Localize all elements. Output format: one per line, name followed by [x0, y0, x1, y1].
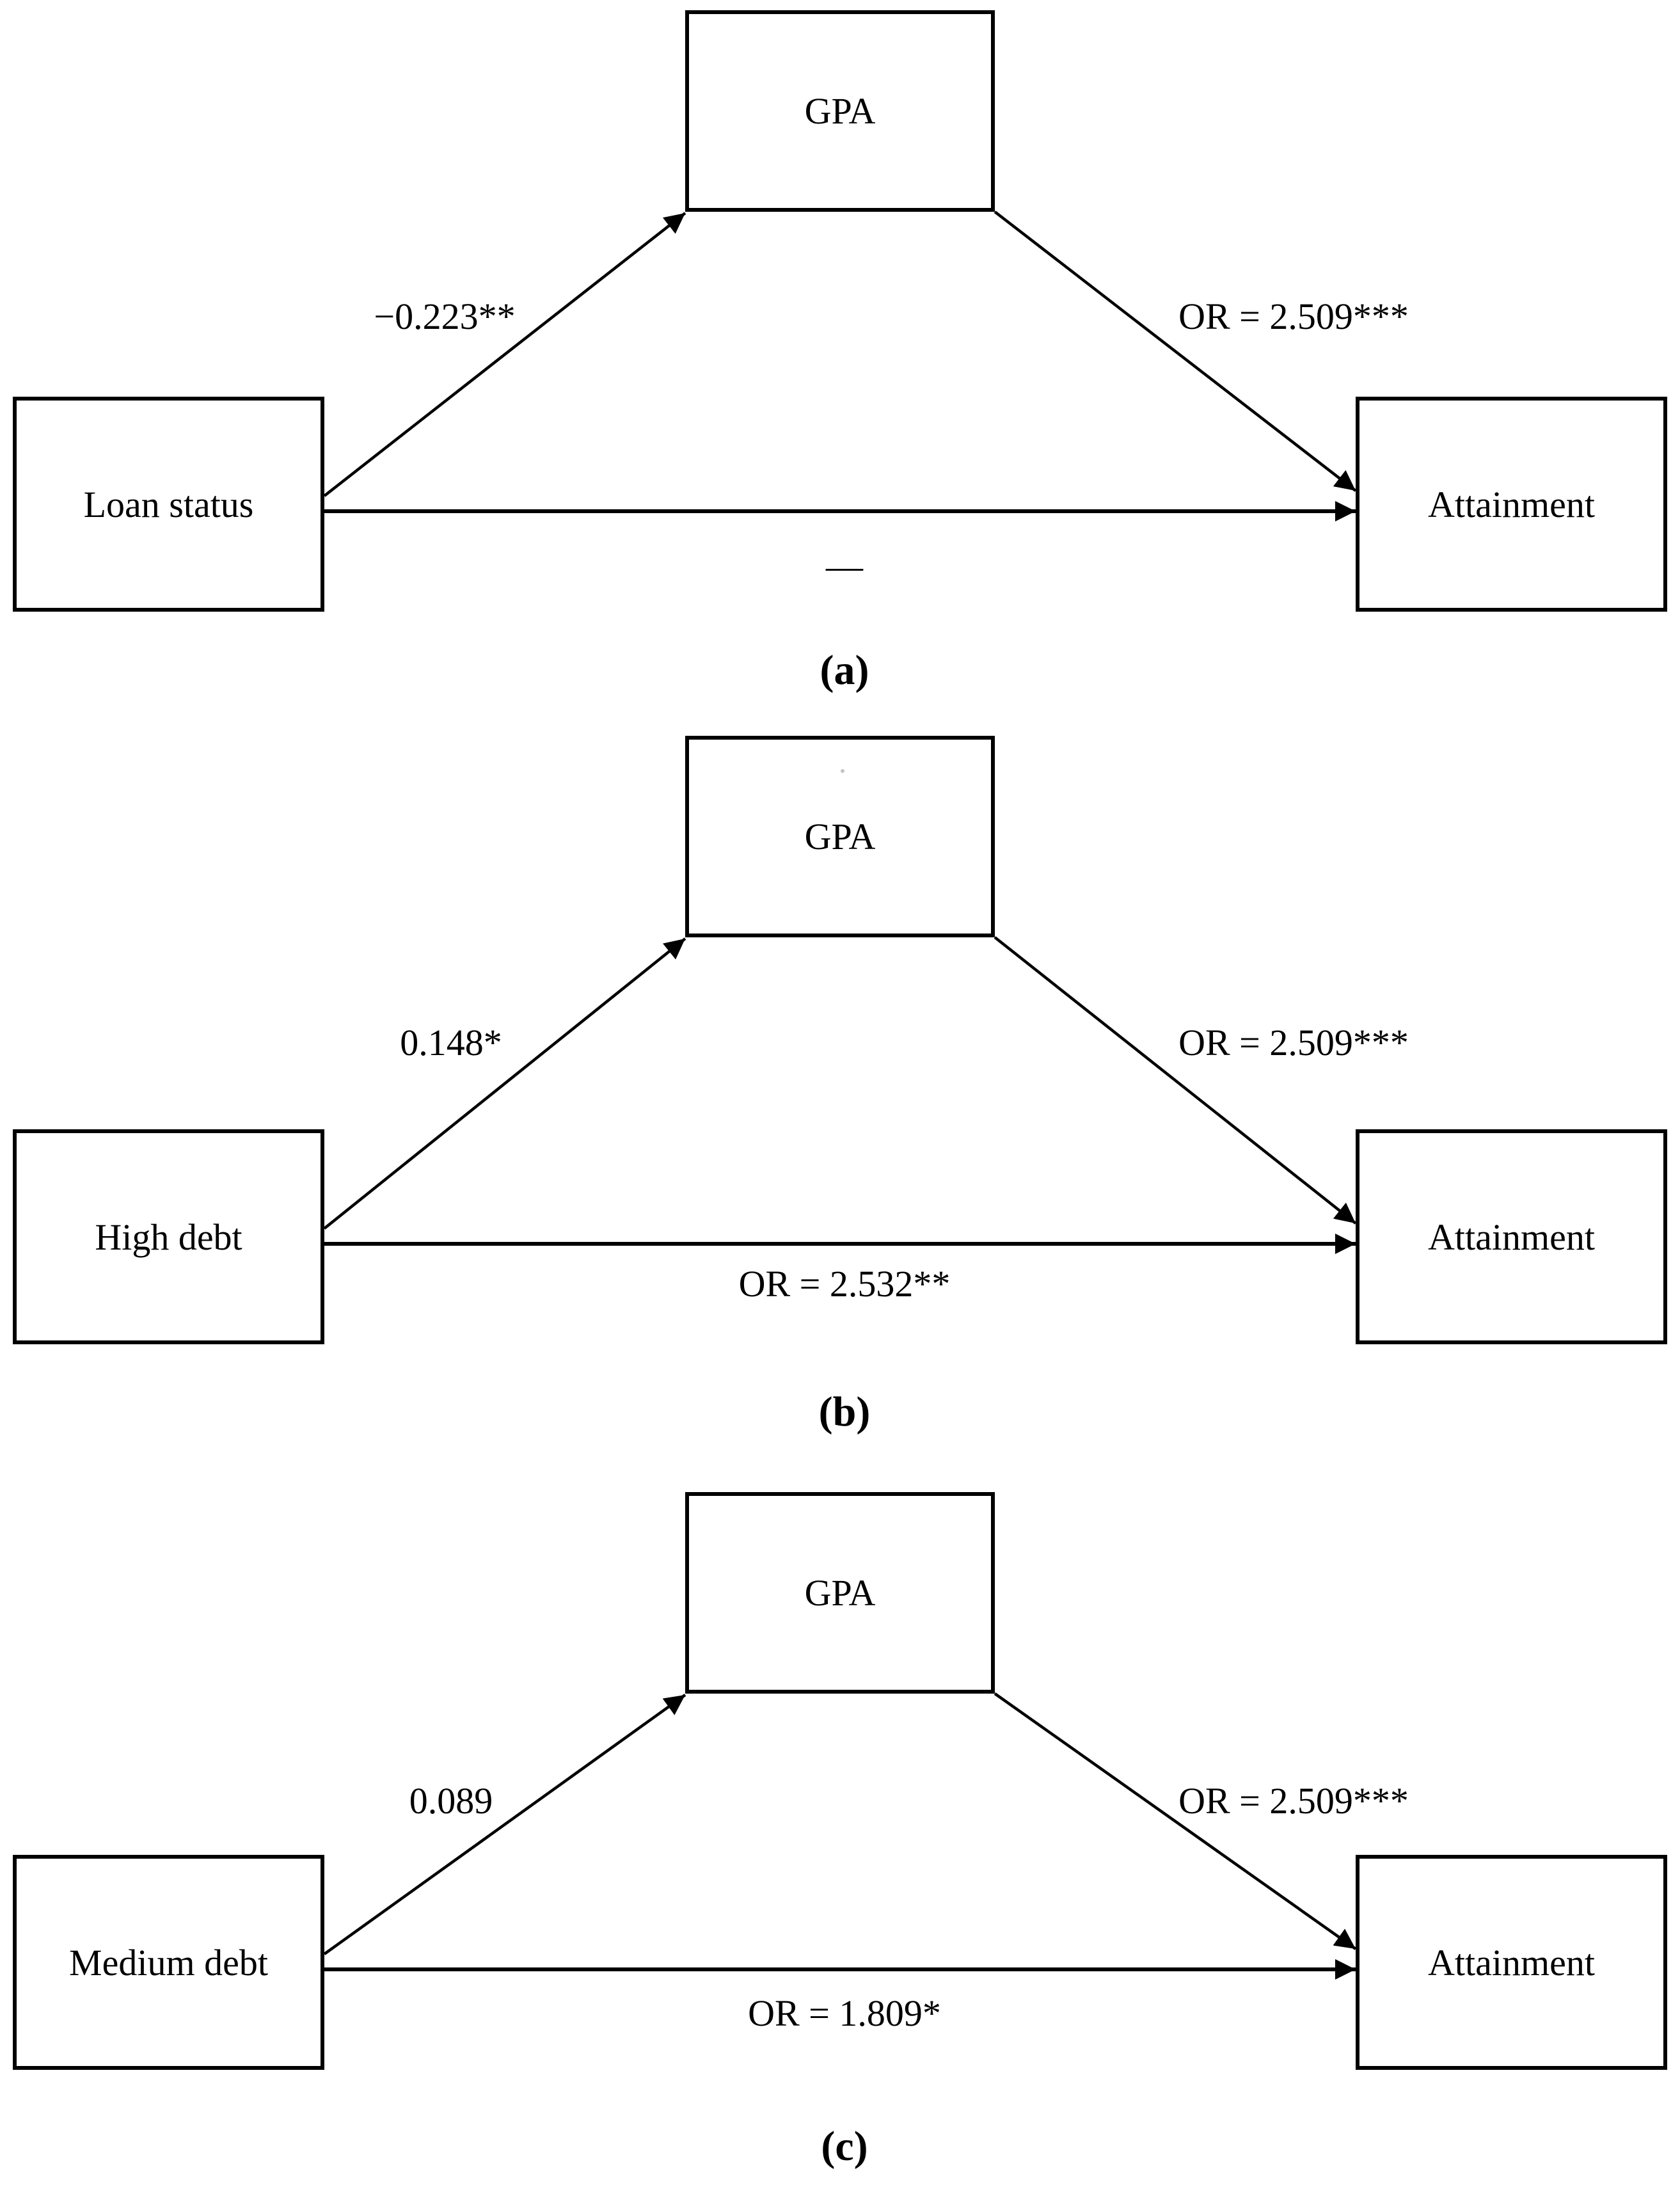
outcome-box-a: Attainment — [1356, 397, 1667, 612]
print-artifact-dot — [841, 769, 844, 773]
direct-effect-label-b: OR = 2.532** — [738, 1263, 951, 1305]
predictor-label-c: Medium debt — [69, 1941, 268, 1983]
mediator-box-a: GPA — [685, 10, 995, 212]
outcome-box-b: Attainment — [1356, 1129, 1667, 1344]
arrow-c-mediator-to-outcome — [994, 1692, 1357, 1950]
outcome-label-c: Attainment — [1428, 1941, 1595, 1983]
arrow-a-mediator-to-outcome — [994, 211, 1357, 492]
predictor-box-b: High debt — [13, 1129, 324, 1344]
outcome-label-a: Attainment — [1428, 483, 1595, 525]
arrow-a-predictor-to-mediator — [323, 212, 686, 497]
path-a-coefficient-a: −0.223** — [374, 296, 516, 337]
panel-caption-c: (c) — [821, 2123, 868, 2170]
arrow-b-mediator-to-outcome — [994, 936, 1357, 1225]
path-a-coefficient-b: 0.148* — [400, 1022, 502, 1063]
direct-effect-label-a: — — [826, 545, 863, 587]
arrow-b-predictor-to-mediator — [323, 937, 686, 1230]
mediator-label-b: GPA — [804, 816, 876, 857]
mediator-box-c: GPA — [685, 1492, 995, 1694]
predictor-box-c: Medium debt — [13, 1855, 324, 2070]
outcome-box-c: Attainment — [1356, 1855, 1667, 2070]
path-b-coefficient-a: OR = 2.509*** — [1178, 296, 1409, 337]
path-a-coefficient-c: 0.089 — [409, 1780, 493, 1822]
predictor-box-a: Loan status — [13, 397, 324, 612]
outcome-label-b: Attainment — [1428, 1216, 1595, 1258]
predictor-label-b: High debt — [95, 1216, 242, 1258]
path-b-coefficient-b: OR = 2.509*** — [1178, 1022, 1409, 1063]
panel-caption-a: (a) — [820, 647, 869, 694]
path-b-coefficient-c: OR = 2.509*** — [1178, 1780, 1409, 1822]
direct-effect-label-c: OR = 1.809* — [748, 1992, 941, 2034]
mediator-label-a: GPA — [804, 90, 876, 132]
panel-caption-b: (b) — [818, 1388, 871, 1435]
arrow-c-predictor-to-mediator — [323, 1694, 686, 1955]
mediator-label-c: GPA — [804, 1572, 876, 1614]
mediator-box-b: GPA — [685, 736, 995, 937]
predictor-label-a: Loan status — [83, 483, 254, 525]
